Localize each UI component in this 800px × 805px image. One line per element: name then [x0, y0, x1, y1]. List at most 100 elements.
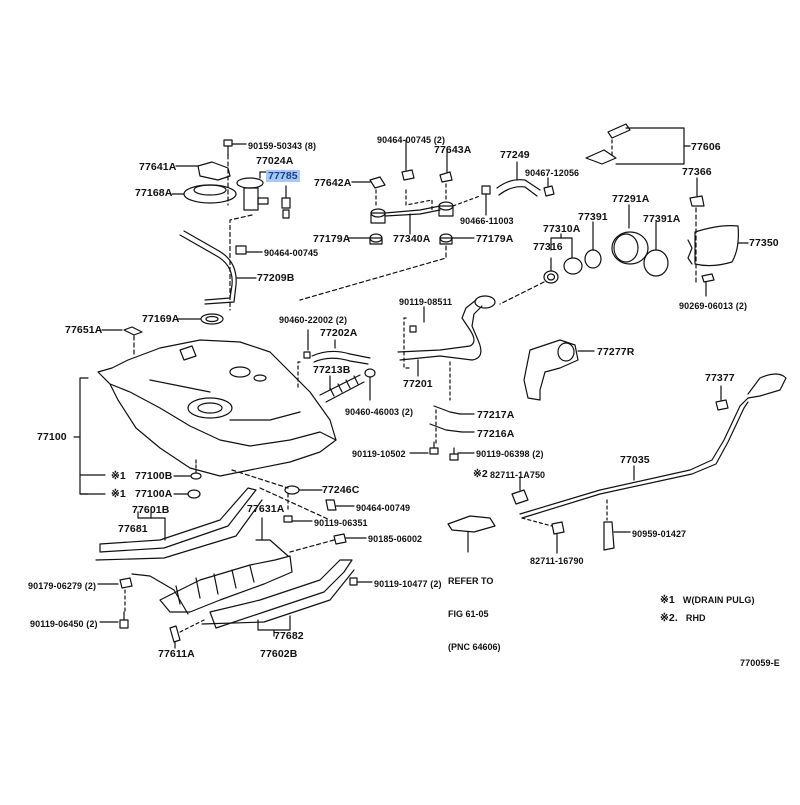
reference-note[interactable]: REFER TO FIG 61-05 (PNC 64606) [448, 554, 501, 664]
label-77316[interactable]: 77316 [533, 241, 563, 253]
label-77202A[interactable]: 77202A [320, 327, 358, 339]
label-77391A[interactable]: 77391A [643, 213, 681, 225]
label-90464-00745[interactable]: 90464-00745 [264, 248, 319, 258]
label-77246C[interactable]: 77246C [322, 484, 360, 496]
bolt-90119-06450-icon [100, 612, 128, 628]
drain-plug-77100B-icon [174, 460, 201, 479]
fuel-tank-77100-icon [98, 340, 336, 476]
label-90119-08511[interactable]: 90119-08511 [399, 297, 453, 307]
label-77249[interactable]: 77249 [500, 149, 530, 161]
label-90460-46003[interactable]: 90460-46003 (2) [345, 407, 414, 417]
label-77100[interactable]: 77100 [37, 431, 67, 443]
seal-77316-icon [500, 258, 558, 304]
label-77682[interactable]: 77682 [274, 630, 304, 642]
legend-mark-2: ※2. [660, 612, 678, 624]
hose-77202A-icon [312, 340, 370, 364]
label-77100B[interactable]: 77100B [135, 470, 173, 482]
label-90959-01427[interactable]: 90959-01427 [632, 529, 687, 539]
label-77651A[interactable]: 77651A [65, 324, 103, 336]
label-77642A[interactable]: 77642A [314, 177, 352, 189]
filler-pipe-77201-icon [398, 296, 495, 400]
bolt-90119-08511-icon [404, 307, 424, 368]
label-90119-10502[interactable]: 90119-10502 [352, 449, 406, 459]
clamp-90464-00745-2-icon [402, 140, 414, 180]
label-90119-06398[interactable]: 90119-06398 (2) [476, 449, 544, 459]
label-90464-00749[interactable]: 90464-00749 [356, 503, 411, 513]
cap-77310A-icon [551, 234, 582, 274]
band-77611A-icon [170, 620, 204, 648]
legend-text-2: RHD [685, 613, 706, 623]
label-77366[interactable]: 77366 [682, 166, 712, 178]
label-77681[interactable]: 77681 [118, 523, 148, 535]
label-90159-50343[interactable]: 90159-50343 (8) [248, 141, 317, 151]
label-90269-06013[interactable]: 90269-06013 (2) [679, 301, 748, 311]
label-77606[interactable]: 77606 [691, 141, 721, 153]
label-77035[interactable]: 77035 [620, 454, 650, 466]
label-77602B[interactable]: 77602B [260, 648, 298, 660]
reference-line-3: (PNC 64606) [448, 642, 501, 652]
label-77179A-left[interactable]: 77179A [313, 233, 351, 245]
label-77291A[interactable]: 77291A [612, 193, 650, 205]
clamp-90464-00745-icon [236, 246, 262, 254]
label-77340A[interactable]: 77340A [393, 233, 431, 245]
label-77310A[interactable]: 77310A [543, 223, 581, 235]
label-77350[interactable]: 77350 [749, 237, 779, 249]
clamp-90460-46003-icon [365, 369, 375, 400]
gasket-77169A-icon [178, 314, 223, 324]
label-77213B[interactable]: 77213B [313, 364, 351, 376]
strap-77601B-icon [96, 488, 262, 560]
label-77641A[interactable]: 77641A [139, 161, 177, 173]
label-90119-10477[interactable]: 90119-10477 (2) [374, 579, 442, 589]
gauge-77785-icon [282, 186, 290, 218]
label-77201[interactable]: 77201 [403, 378, 433, 390]
opener-77366-icon [690, 178, 704, 282]
label-90460-22002[interactable]: 90460-22002 (2) [279, 315, 348, 325]
label-90466-11003[interactable]: 90466-11003 [460, 216, 514, 226]
retainer-77246C-icon [285, 486, 322, 510]
label-90467-12056[interactable]: 90467-12056 [525, 168, 580, 178]
bolt-90159-icon [224, 140, 246, 155]
label-77277R[interactable]: 77277R [597, 346, 635, 358]
diagram-code: 770059-E [740, 658, 780, 668]
bracket-77216A-icon [430, 410, 474, 446]
plate-77651A-icon [102, 327, 142, 354]
label-77024A[interactable]: 77024A [256, 155, 294, 167]
bolt-90119-06351-icon [284, 516, 312, 522]
label-90464-00745-2[interactable]: 90464-00745 (2) [377, 135, 446, 145]
label-77391[interactable]: 77391 [578, 211, 608, 223]
clip-77377-icon [716, 386, 728, 410]
ring-77391A-icon [644, 222, 668, 276]
label-77209B[interactable]: 77209B [257, 272, 295, 284]
label-77785-highlighted[interactable]: 77785 [266, 170, 300, 182]
label-77217A[interactable]: 77217A [477, 409, 515, 421]
bracket-77641A-icon [176, 162, 230, 180]
label-77643A[interactable]: 77643A [434, 144, 472, 156]
label-77631A[interactable]: 77631A [247, 503, 285, 515]
label-77377[interactable]: 77377 [705, 372, 735, 384]
screw-90269-06013-icon [702, 274, 714, 296]
vent-tube-77340A-icon [371, 190, 480, 234]
label-77100A[interactable]: 77100A [135, 488, 173, 500]
gasket-77168A-icon [172, 185, 236, 203]
hinge-77606-icon [586, 124, 690, 164]
label-77169A[interactable]: 77169A [142, 313, 180, 325]
label-77179A-right[interactable]: 77179A [476, 233, 514, 245]
lever-82711-1A750-icon [512, 477, 528, 504]
label-77601B[interactable]: 77601B [132, 504, 170, 516]
label-77611A[interactable]: 77611A [158, 648, 195, 660]
label-77216A[interactable]: 77216A [477, 428, 515, 440]
label-77168A[interactable]: 77168A [135, 187, 173, 199]
label-82711-16790[interactable]: 82711-16790 [530, 556, 584, 566]
legend-mark-1: ※1 [660, 594, 675, 606]
label-90179-06279[interactable]: 90179-06279 (2) [28, 581, 97, 591]
lever-82711-16790-icon [522, 518, 564, 553]
label-82711-1A750[interactable]: 82711-1A750 [490, 470, 546, 480]
label-90119-06450[interactable]: 90119-06450 (2) [30, 619, 98, 629]
label-90185-06002[interactable]: 90185-06002 [368, 534, 423, 544]
grommet-77179A-right-icon [300, 234, 474, 300]
tube-77209B-icon [180, 231, 256, 304]
bolt-90119-10477-icon [350, 578, 372, 585]
label-90119-06351[interactable]: 90119-06351 [314, 518, 368, 528]
valve-77642A-icon [352, 177, 385, 205]
opener-cable-77035-icon [520, 374, 786, 518]
